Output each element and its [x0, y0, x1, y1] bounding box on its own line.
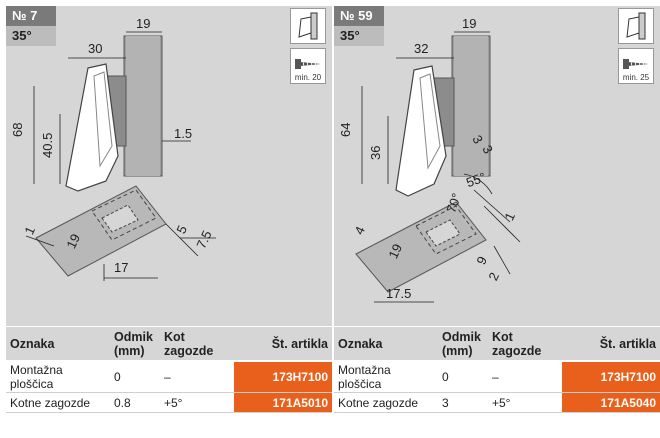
dim-1-5: 1.5: [174, 126, 192, 141]
cell-odmik: 0: [438, 361, 488, 393]
cell-oznaka: Kotne zagozde: [6, 392, 110, 413]
dim-68: 68: [10, 123, 25, 137]
cell-odmik: 0.8: [110, 392, 160, 413]
spec-table-right: Oznaka Odmik (mm) Kot zagozde Št. artikl…: [334, 327, 660, 413]
cell-oznaka: Montažna ploščica: [334, 361, 438, 393]
dim-19: 19: [136, 16, 150, 31]
cell-artikel[interactable]: 171A5040: [562, 392, 660, 413]
dim-9: 9: [473, 254, 490, 267]
table-header: Oznaka Odmik (mm) Kot zagozde Št. artikl…: [334, 327, 660, 362]
cell-kot: –: [160, 361, 234, 393]
dim-2: 2: [485, 270, 502, 283]
spec-table-left: Oznaka Odmik (mm) Kot zagozde Št. artikl…: [6, 327, 332, 413]
hinge-drawing-right: 19 32 64 36 3 3 55° 70° 1 4 19 9 2 17.5: [338, 16, 521, 303]
dim-1: 1: [21, 224, 38, 237]
hinge-number: № 59: [334, 6, 384, 26]
col-odmik: Odmik (mm): [110, 327, 160, 362]
screw-icon: min. 25: [618, 48, 654, 84]
hinge-angle: 35°: [334, 26, 384, 46]
table-row: Kotne zagozde 3 +5° 171A5040: [334, 392, 660, 413]
angle-70: 70°: [443, 191, 464, 215]
table-row: Montažna ploščica 0 – 173H7100: [6, 361, 332, 393]
col-artikel: Št. artikla: [234, 327, 332, 362]
col-kot: Kot zagozde: [488, 327, 562, 362]
dim-32: 32: [414, 41, 428, 56]
hinge-tag: № 7 35°: [6, 6, 56, 46]
dim-19: 19: [462, 16, 476, 31]
dim-19b: 19: [63, 231, 83, 250]
table-row: Kotne zagozde 0.8 +5° 171A5010: [6, 392, 332, 413]
cell-odmik: 3: [438, 392, 488, 413]
cell-kot: +5°: [160, 392, 234, 413]
col-kot: Kot zagozde: [160, 327, 234, 362]
dim-1: 1: [501, 210, 518, 223]
hinge-arm-icon: [290, 8, 326, 44]
mounting-icons: min. 20: [290, 8, 328, 88]
cell-oznaka: Kotne zagozde: [334, 392, 438, 413]
dim-30: 30: [88, 41, 102, 56]
cell-oznaka: Montažna ploščica: [6, 361, 110, 393]
hinge-angle: 35°: [6, 26, 56, 46]
table-row: Montažna ploščica 0 – 173H7100: [334, 361, 660, 393]
cell-artikel[interactable]: 171A5010: [234, 392, 332, 413]
dim-7-5: 7.5: [193, 228, 214, 251]
cell-artikel[interactable]: 173H7100: [562, 361, 660, 393]
dim-17-5: 17.5: [386, 286, 411, 301]
screw-icon: min. 20: [290, 48, 326, 84]
col-artikel: Št. artikla: [562, 327, 660, 362]
dim-19b: 19: [385, 241, 405, 260]
cell-kot: –: [488, 361, 562, 393]
hinge-arm-icon: [618, 8, 654, 44]
screw-length: min. 20: [294, 73, 322, 82]
hinge-diagram-no7: 19 30 68 40.5 1.5 1 19 5 7.5 17 № 7 35° …: [6, 6, 332, 326]
dim-17: 17: [114, 260, 128, 275]
col-oznaka: Oznaka: [6, 327, 110, 362]
cell-kot: +5°: [488, 392, 562, 413]
angle-55: 55°: [464, 169, 488, 190]
cell-artikel[interactable]: 173H7100: [234, 361, 332, 393]
dim-40-5: 40.5: [40, 133, 55, 158]
hinge-diagram-no59: 19 32 64 36 3 3 55° 70° 1 4 19 9 2 17.5 …: [334, 6, 660, 326]
dim-36: 36: [368, 146, 383, 160]
dim-64: 64: [338, 123, 353, 137]
mounting-icons: min. 25: [618, 8, 656, 88]
dim-4: 4: [351, 224, 368, 237]
cell-odmik: 0: [110, 361, 160, 393]
hinge-number: № 7: [6, 6, 56, 26]
col-oznaka: Oznaka: [334, 327, 438, 362]
hinge-tag: № 59 35°: [334, 6, 384, 46]
col-odmik: Odmik (mm): [438, 327, 488, 362]
table-header: Oznaka Odmik (mm) Kot zagozde Št. artikl…: [6, 327, 332, 362]
screw-length: min. 25: [622, 73, 650, 82]
hinge-drawing-left: 19 30 68 40.5 1.5 1 19 5 7.5 17: [10, 16, 216, 281]
